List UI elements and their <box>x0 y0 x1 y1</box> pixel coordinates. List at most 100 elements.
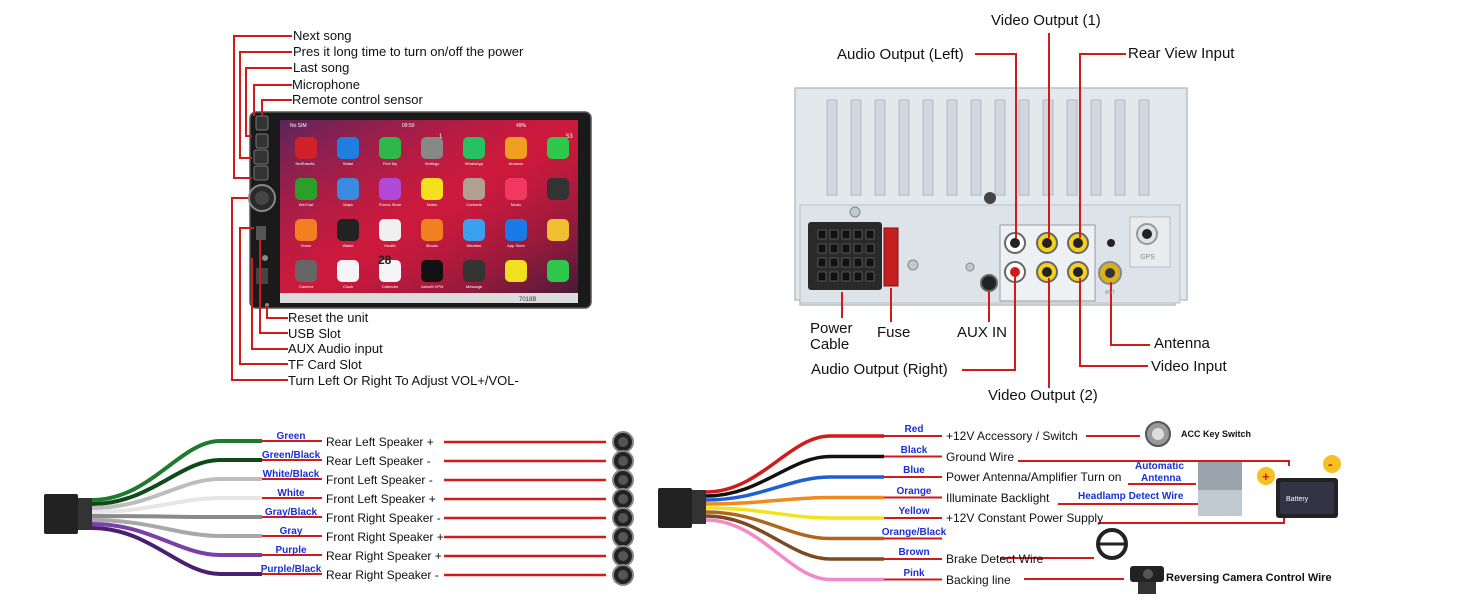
app-label: Camera <box>298 284 314 289</box>
power-wire <box>705 495 884 506</box>
speaker-wire-color: Green/Black <box>261 450 321 461</box>
power-pin <box>829 243 839 254</box>
label-acc-key-switch: ACC Key Switch <box>1181 429 1252 439</box>
app-icon <box>421 219 443 241</box>
label-audio-output-right: Audio Output (Right) <box>811 361 948 378</box>
speaker-icon-cone <box>618 494 628 504</box>
power-wire <box>705 506 884 520</box>
speaker-wire-function: Rear Left Speaker - <box>326 454 431 468</box>
power-pin <box>829 257 839 268</box>
app-icon <box>337 260 359 282</box>
app-icon <box>463 260 485 282</box>
power-pin <box>829 229 839 240</box>
cooling-fin <box>898 99 910 196</box>
speaker-wire-color: Gray <box>279 526 303 537</box>
app-icon <box>463 178 485 200</box>
app-label: Home <box>300 243 312 248</box>
speaker-connector-neck <box>78 498 92 530</box>
label-volume: Turn Left Or Right To Adjust VOL+/VOL- <box>288 373 519 388</box>
label-next-song: Next song <box>293 28 352 43</box>
power-wire-color: Orange/Black <box>881 526 947 538</box>
cooling-fin <box>970 99 982 196</box>
cooling-fin <box>1138 99 1150 196</box>
app-label: WeChat <box>298 202 314 207</box>
model-number: 7018B <box>519 297 537 303</box>
cooling-fin <box>1090 99 1102 196</box>
callout-video-input <box>1079 278 1148 367</box>
callout-tf <box>239 227 288 365</box>
app-label: Health <box>384 243 396 248</box>
app-icon <box>421 137 443 159</box>
power-wire <box>705 434 884 494</box>
app-label: Maps <box>343 202 353 207</box>
battery-face <box>1280 482 1334 514</box>
app-icon <box>505 137 527 159</box>
power-wire-function: Backing line <box>946 572 1011 587</box>
usb-port <box>256 226 266 240</box>
label-aux-in: AUX IN <box>957 324 1008 341</box>
app-icon <box>505 219 527 241</box>
power-pin <box>865 229 875 240</box>
reversing-camera-mount <box>1138 582 1156 594</box>
power-wire-function: Ground Wire <box>946 449 1015 464</box>
speaker-wire <box>91 477 262 510</box>
label-fuse: Fuse <box>877 324 911 341</box>
reversing-camera-lens <box>1143 569 1153 579</box>
app-label: iTunes Store <box>378 202 402 207</box>
acc-key-switch-core <box>1152 428 1164 440</box>
app-icon <box>295 137 317 159</box>
front-button-3 <box>253 165 269 181</box>
power-wire-color: Blue <box>903 465 925 476</box>
rear-screw <box>849 206 861 218</box>
antenna-jack-center <box>1105 268 1115 278</box>
stereo-bottom-strip <box>280 293 578 303</box>
app-label: AstroM VPN <box>420 284 443 289</box>
cooling-fin <box>922 99 934 196</box>
app-label: Safari <box>342 161 354 166</box>
front-button-1 <box>255 133 269 149</box>
app-label: Weather <box>466 243 482 248</box>
power-pin <box>841 229 851 240</box>
app-icon <box>463 137 485 159</box>
app-label: iBooks <box>425 243 438 248</box>
rca-jack-center <box>1073 238 1083 248</box>
app-label: Wallet <box>342 243 354 248</box>
tf-slot <box>256 268 268 284</box>
callout-remote <box>261 99 292 116</box>
callout-power <box>239 51 292 159</box>
speaker-connector <box>44 494 78 534</box>
power-pin <box>841 257 851 268</box>
speaker-wire-function: Front Right Speaker + <box>326 530 444 544</box>
label-reset: Reset the unit <box>288 310 369 325</box>
power-pin <box>853 257 863 268</box>
callout-rear-view <box>1079 53 1126 238</box>
app-label: NetEaseM.. <box>295 161 317 166</box>
label-power: Pres it long time to turn on/off the pow… <box>293 44 524 59</box>
power-wire <box>705 518 884 582</box>
aux-jack <box>262 255 268 261</box>
power-wire-function: +12V Accessory / Switch <box>946 429 1078 443</box>
power-pin <box>865 257 875 268</box>
label-automatic-antenna-1: Automatic <box>1135 461 1184 472</box>
app-icon <box>547 219 569 241</box>
speaker-wire-color: Gray/Black <box>264 507 318 518</box>
label-last-song: Last song <box>293 60 350 75</box>
power-wire <box>705 475 884 502</box>
battery-positive-badge <box>1257 467 1275 485</box>
callout-audio-left <box>975 53 1017 238</box>
label-video-input: Video Input <box>1151 358 1227 375</box>
speaker-wire <box>91 439 262 502</box>
speaker-icon-cone <box>618 532 628 542</box>
label-reversing-camera: Reversing Camera Control Wire <box>1166 572 1332 584</box>
speaker-wire-function: Front Right Speaker - <box>326 511 441 525</box>
cooling-fin <box>994 99 1006 196</box>
app-label: Contacts <box>466 202 482 207</box>
callout-aux <box>251 258 288 350</box>
power-wire-color: Black <box>900 444 928 456</box>
lead-ground <box>1018 460 1290 466</box>
status-battery: 49% <box>516 123 527 129</box>
label-ant: ANT <box>1105 290 1115 296</box>
app-icon <box>505 178 527 200</box>
callout-next-song <box>233 35 292 179</box>
